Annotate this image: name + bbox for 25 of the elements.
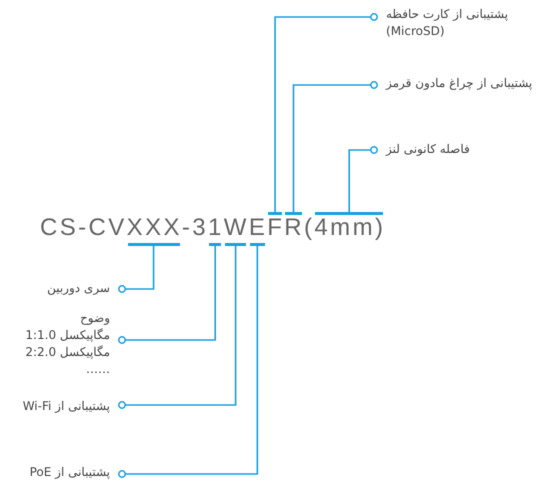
callout-text: 1:1.0 مگاپیکسل [24,327,110,344]
marker-bar [285,212,302,215]
marker-bar [209,243,222,246]
callout-text: 2:2.0 مگاپیکسل [24,344,110,361]
callout-text: پشتیبانی از کارت حافظه (MicroSD) [386,6,510,40]
callout-text: سری دوربین [46,280,110,297]
leader-line [292,81,378,212]
marker-bar [315,212,383,215]
leader-line [118,246,236,409]
callout-text: فاصله کانونی لنز [386,141,471,158]
leader-line [274,13,378,212]
marker-bar [250,243,265,246]
callout-text: …… [85,361,110,378]
model-code: CS-CVXXX-31WEFR(4mm) [40,214,386,242]
leader-line [118,246,258,478]
callout-text: وضوح [79,310,110,327]
leader-line [118,246,216,344]
marker-bar [128,243,180,246]
marker-bar [268,212,282,215]
callout-text: پشتیبانی از چراغ مادون قرمز [386,75,534,92]
leader-line [348,146,378,212]
marker-bar [224,243,246,246]
callout-text: پشتیبانی از PoE [28,464,110,481]
leader-line [118,246,154,293]
callout-text: پشتیبانی از Wi-Fi [22,398,110,415]
